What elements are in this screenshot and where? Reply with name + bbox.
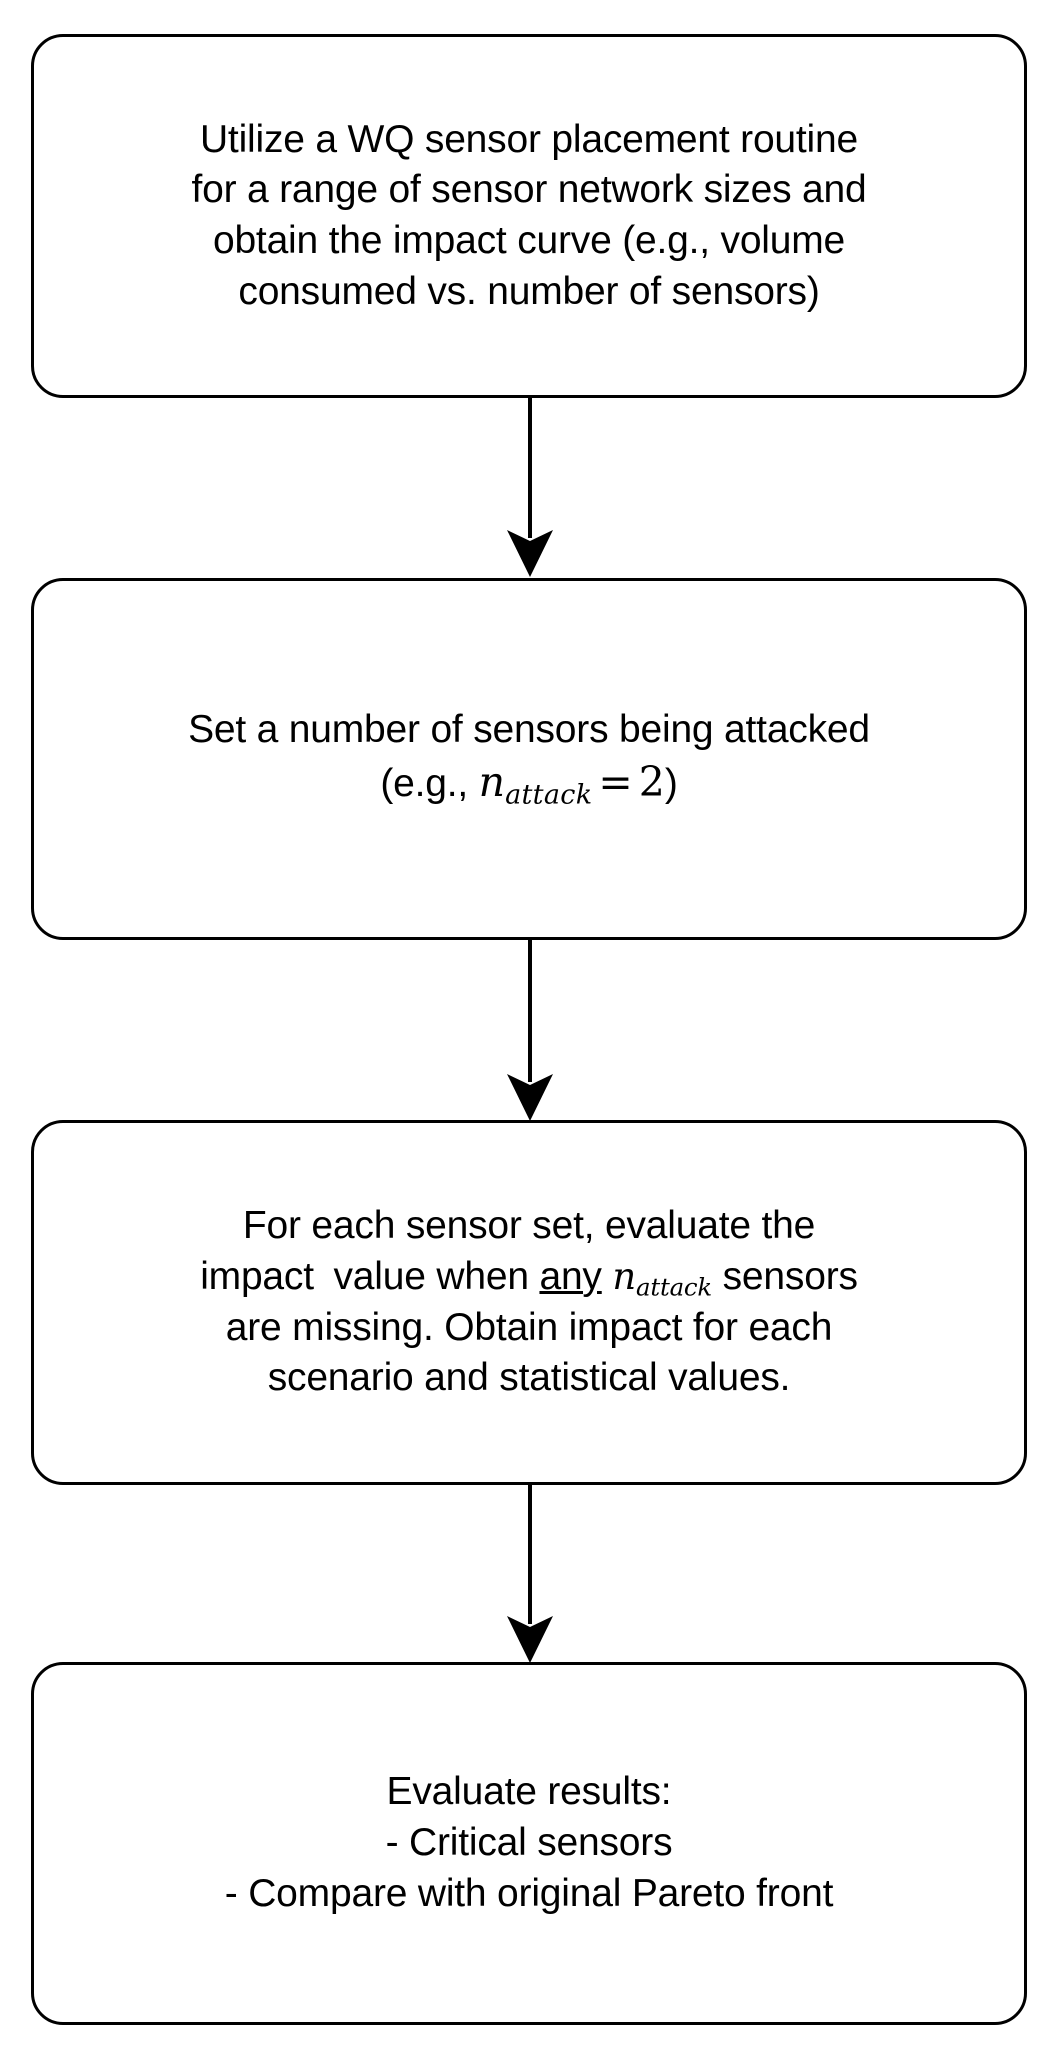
- math-expression: nattack=2: [478, 757, 665, 811]
- node-3-middle-words: value when: [333, 1254, 540, 1298]
- node-2-math-line: (e.g., nattack=2): [366, 756, 691, 813]
- node-4-line-2: - Critical sensors: [385, 1821, 673, 1865]
- math-suffix: ): [664, 761, 678, 805]
- node-3-emphasis-any: any: [539, 1254, 602, 1298]
- math-expression-inline: nattack: [612, 1254, 712, 1301]
- connector-arrow-2: [0, 938, 1048, 1122]
- node-3-line-2: impact value when any nattack sensors: [186, 1252, 872, 1303]
- node-3-after-words: sensors: [712, 1254, 858, 1298]
- node-4-line-1: Evaluate results:: [386, 1770, 672, 1814]
- node-1-line-1: Utilize a WQ sensor placement routine: [199, 117, 859, 161]
- node-1-line-3: obtain the impact curve (e.g., volume: [212, 219, 846, 262]
- node-3-line-1: For each sensor set, evaluate the: [242, 1203, 816, 1247]
- math-subscript-attack: attack: [505, 779, 593, 811]
- flowchart-node-step-2: Set a number of sensors being attacked (…: [31, 578, 1027, 940]
- node-1-line-2: for a range of sensor network sizes and: [191, 168, 867, 212]
- node-3-line-3: are missing. Obtain impact for each: [225, 1305, 833, 1349]
- connector-arrow-1: [0, 396, 1048, 578]
- node-4-line-3: - Compare with original Pareto front: [224, 1871, 834, 1915]
- math-symbol-n: n: [478, 757, 506, 806]
- flowchart-node-step-3: For each sensor set, evaluate the impact…: [31, 1120, 1027, 1485]
- node-1-line-4: consumed vs. number of sensors): [238, 269, 820, 313]
- flowchart-node-step-1: Utilize a WQ sensor placement routine fo…: [31, 34, 1027, 398]
- node-3-impact-word: impact: [200, 1254, 314, 1298]
- math-prefix: (e.g.,: [380, 761, 479, 805]
- math-symbol-n: n: [612, 1254, 637, 1298]
- node-2-line-1: Set a number of sensors being attacked: [188, 708, 870, 752]
- math-value: 2: [638, 757, 665, 806]
- node-3-line-4: scenario and statistical values.: [267, 1356, 791, 1400]
- math-operator-equals: =: [598, 757, 633, 806]
- flowchart-node-step-4: Evaluate results: - Critical sensors - C…: [31, 1662, 1027, 2025]
- math-subscript-attack: attack: [636, 1271, 712, 1301]
- connector-arrow-3: [0, 1483, 1048, 1664]
